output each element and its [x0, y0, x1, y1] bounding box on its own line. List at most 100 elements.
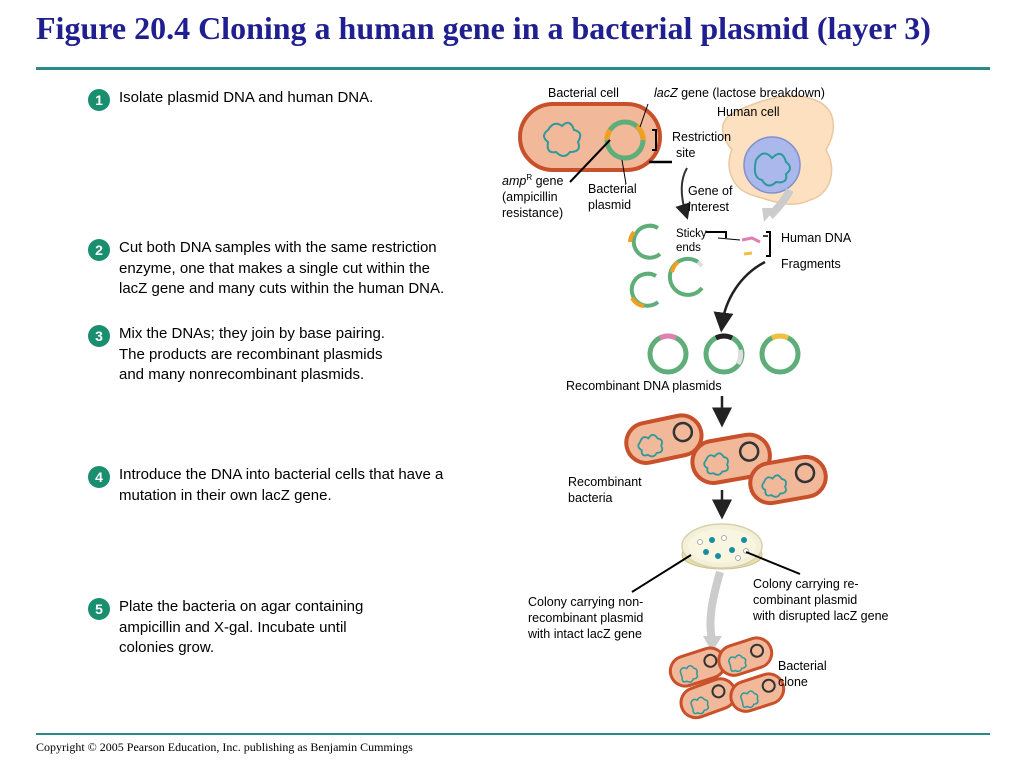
blue-colony	[741, 537, 747, 543]
plasmid-pointer	[621, 159, 627, 185]
label-line: Restriction	[672, 130, 732, 144]
step-line: Plate the bacteria on agar containing	[119, 598, 364, 615]
bacterial-cell-label: Bacterial cell	[548, 86, 619, 100]
bacterial-cell	[518, 102, 662, 172]
step-text: Introduce the DNA into bacterial cells t…	[119, 465, 499, 506]
step-text: Plate the bacteria on agar containing am…	[119, 597, 499, 659]
nonrecombinant-plasmid	[759, 333, 801, 375]
figure-title: Figure 20.4 Cloning a human gene in a ba…	[36, 10, 931, 46]
human-chromosome	[753, 152, 791, 187]
top-divider	[36, 67, 990, 70]
step-number-badge: 4	[88, 466, 110, 488]
dna-fragment	[743, 251, 753, 256]
cut-plasmid	[628, 223, 662, 260]
label-line: Colony carrying non-	[528, 595, 644, 609]
arrow-clone	[706, 570, 724, 641]
lacz-gene-italic: lacZ	[654, 86, 678, 100]
blue-colony	[715, 553, 721, 559]
step-line: enzyme, one that makes a single cut with…	[119, 259, 431, 277]
step-line: colonies grow.	[119, 639, 215, 656]
arrow-human-dna-cut	[767, 188, 794, 219]
label-line: bacteria	[568, 491, 613, 505]
recombinant-colony-label: Colony carrying re- combinant plasmid wi…	[753, 576, 889, 624]
step-line: Isolate plasmid DNA and human DNA.	[119, 89, 374, 106]
lacz-pointer	[639, 103, 649, 128]
copyright-notice: Copyright © 2005 Pearson Education, Inc.…	[36, 740, 413, 754]
recombinant-bacterium	[748, 454, 828, 506]
step-line: ampicillin and X-gal. Incubate until	[119, 618, 347, 636]
recombinant-bacterium	[624, 413, 704, 465]
ampr-pointer	[569, 139, 611, 183]
label-line: Gene of	[688, 184, 733, 198]
clone-bacterium	[729, 672, 786, 713]
recombinant-dna-plasmids-label: Recombinant DNA plasmids	[566, 379, 722, 393]
human-cell-label: Human cell	[717, 105, 780, 119]
label-line: site	[676, 146, 696, 160]
human-dna-label: Human DNA	[781, 231, 852, 245]
label-line: Colony carrying re-	[753, 577, 859, 591]
arrow-mix	[713, 260, 766, 333]
step-text: Isolate plasmid DNA and human DNA.	[119, 88, 499, 109]
fragments-label: Fragments	[781, 257, 841, 271]
recombinant-bacterium	[690, 432, 772, 485]
label-line: resistance)	[502, 206, 564, 221]
ampr-segment	[604, 128, 613, 141]
step-line: Cut both DNA samples with the same restr…	[119, 239, 437, 256]
recombinant-bacteria-label: Recombinant bacteria	[568, 474, 642, 506]
cut-plasmid	[629, 271, 660, 308]
cut-plasmid	[667, 256, 704, 297]
lacz-bracket	[652, 129, 657, 151]
label-line: recombinant plasmid	[528, 611, 644, 625]
step-text: Cut both DNA samples with the same restr…	[119, 238, 499, 300]
label-line: clone	[778, 675, 808, 689]
blue-colony	[709, 537, 715, 543]
label-line: Sticky	[676, 228, 707, 240]
bacterial-chromosome	[543, 121, 582, 157]
step-line: mutation in their own lacZ gene.	[119, 486, 332, 504]
step-number-badge: 1	[88, 89, 110, 111]
step-line: lacZ gene and many cuts within the human…	[119, 280, 445, 297]
clone-bacterium	[717, 636, 774, 677]
sticky-end-pointer	[706, 231, 727, 238]
label-line: ends	[676, 242, 701, 254]
restriction-site-label: Restriction site	[672, 129, 731, 161]
gene-of-interest-fragment	[741, 236, 761, 244]
step-number-badge: 5	[88, 598, 110, 620]
step-line: and many nonrecombinant plasmids.	[119, 366, 365, 383]
white-colony	[735, 555, 741, 561]
label-line: with intact lacZ gene	[528, 627, 642, 641]
gene-of-interest-label: Gene of interest	[688, 183, 732, 215]
step-line: The products are recombinant plasmids	[119, 345, 383, 363]
nonrecombinant-colony-pointer	[631, 554, 692, 593]
nonrecombinant-colony-label: Colony carrying non- recombinant plasmid…	[528, 594, 643, 642]
clone-bacterium	[679, 677, 737, 720]
recombinant-plasmid	[647, 333, 689, 375]
white-colony	[697, 539, 703, 545]
ampr-superscript: R	[526, 173, 533, 182]
label-line: Recombinant	[568, 475, 642, 489]
step-line: Mix the DNAs; they join by base pairing.	[119, 325, 385, 342]
label-line: Bacterial	[588, 182, 637, 196]
label-line: plasmid	[588, 198, 632, 212]
arrow-plasmid-cut	[675, 167, 691, 220]
ampr-gene-text: gene	[532, 174, 564, 189]
step-number-badge: 3	[88, 325, 110, 347]
label-line: interest	[688, 200, 729, 214]
bacterial-plasmid-label: Bacterial plasmid	[588, 181, 637, 213]
label-line: Bacterial	[778, 659, 827, 673]
lacz-gene-text: gene (lactose breakdown)	[677, 86, 825, 100]
step-line: Introduce the DNA into bacterial cells t…	[119, 466, 444, 483]
fragments-bracket	[766, 231, 771, 257]
lacz-segment	[635, 124, 646, 141]
recombinant-colony-pointer	[745, 551, 801, 575]
blue-colony	[703, 549, 709, 555]
label-line: (ampicillin	[502, 190, 558, 205]
sticky-ends-label: Sticky ends	[676, 227, 707, 255]
blue-colony	[729, 547, 735, 553]
white-colony	[721, 535, 727, 541]
ampr-gene-label: ampR gene (ampicillin resistance)	[502, 170, 563, 221]
human-cell	[721, 95, 835, 205]
bacterial-clone-label: Bacterial clone	[778, 658, 827, 690]
petri-dish	[681, 523, 763, 570]
